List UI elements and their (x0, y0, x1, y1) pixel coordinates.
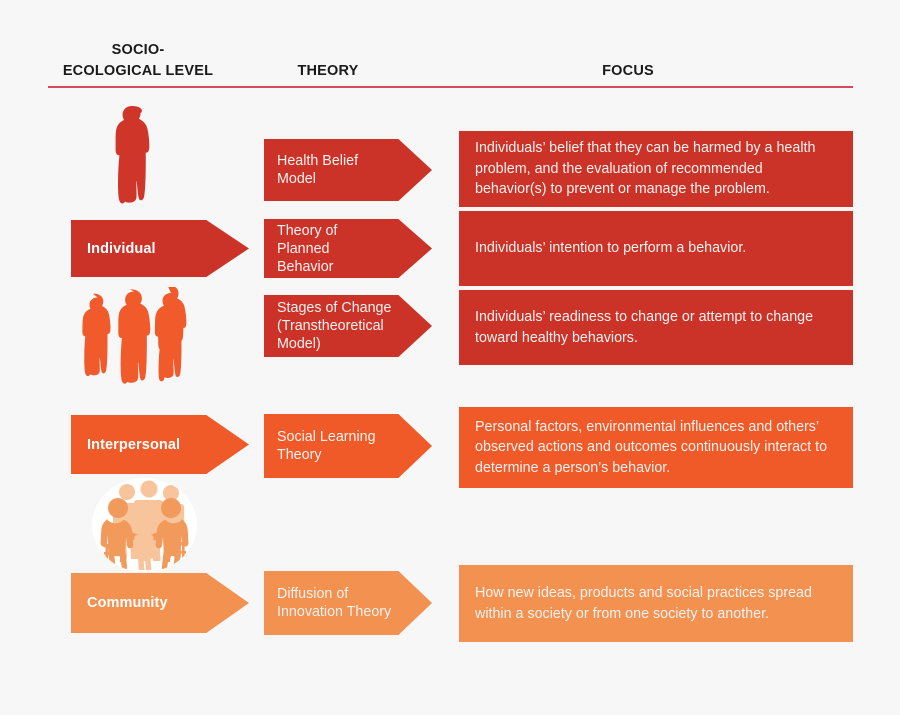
theory-arrow-health-belief-model[interactable]: Health Belief Model (264, 139, 432, 201)
column-header-socio-ecological-level: SOCIO- ECOLOGICAL LEVEL (62, 42, 214, 79)
theory-arrow-label: Diffusion of Innovation Theory (277, 586, 392, 620)
focus-text: Individuals’ readiness to change or atte… (475, 309, 814, 346)
theory-arrow-social-learning-theory[interactable]: Social Learning Theory (264, 414, 432, 478)
focus-text: Individuals’ intention to perform a beha… (475, 240, 747, 257)
level-arrow-community[interactable]: Community (71, 573, 249, 633)
level-arrow-interpersonal-label: Interpersonal (87, 436, 181, 453)
theory-arrow-label: Health Belief Model (277, 153, 359, 187)
focus-box-theory-of-planned-behavior: Individuals’ intention to perform a beha… (459, 211, 853, 286)
focus-text: Individuals’ belief that they can be har… (475, 140, 816, 198)
focus-text: How new ideas, products and social pract… (475, 585, 812, 622)
level-arrow-individual-label: Individual (87, 240, 156, 257)
level-arrow-interpersonal[interactable]: Interpersonal (71, 415, 249, 474)
header-divider-rule (48, 86, 853, 88)
column-header-theory: THEORY (297, 63, 359, 79)
theory-arrow-label: Theory of Planned Behavior (277, 222, 338, 275)
level-arrow-individual[interactable]: Individual (71, 220, 249, 277)
theory-arrow-label: Social Learning Theory (277, 429, 376, 463)
focus-box-stages-of-change: Individuals’ readiness to change or atte… (459, 290, 853, 365)
focus-text: Personal factors, environmental influenc… (475, 418, 828, 476)
level-arrow-community-label: Community (87, 595, 168, 611)
theory-arrow-stages-of-change[interactable]: Stages of Change (Transtheoretical Model… (264, 295, 432, 357)
three-people-icon (82, 287, 187, 384)
theory-arrow-theory-of-planned-behavior[interactable]: Theory of Planned Behavior (264, 219, 432, 278)
theory-arrow-label: Stages of Change (Transtheoretical Model… (277, 300, 392, 352)
focus-box-diffusion-of-innovation: How new ideas, products and social pract… (459, 565, 853, 642)
theory-arrow-diffusion-of-innovation[interactable]: Diffusion of Innovation Theory (264, 571, 432, 635)
column-header-focus: FOCUS (602, 63, 654, 79)
community-circle-icon (100, 480, 189, 570)
single-person-icon (115, 106, 150, 204)
focus-box-social-learning-theory: Personal factors, environmental influenc… (459, 407, 853, 488)
focus-box-health-belief-model: Individuals’ belief that they can be har… (459, 131, 853, 207)
